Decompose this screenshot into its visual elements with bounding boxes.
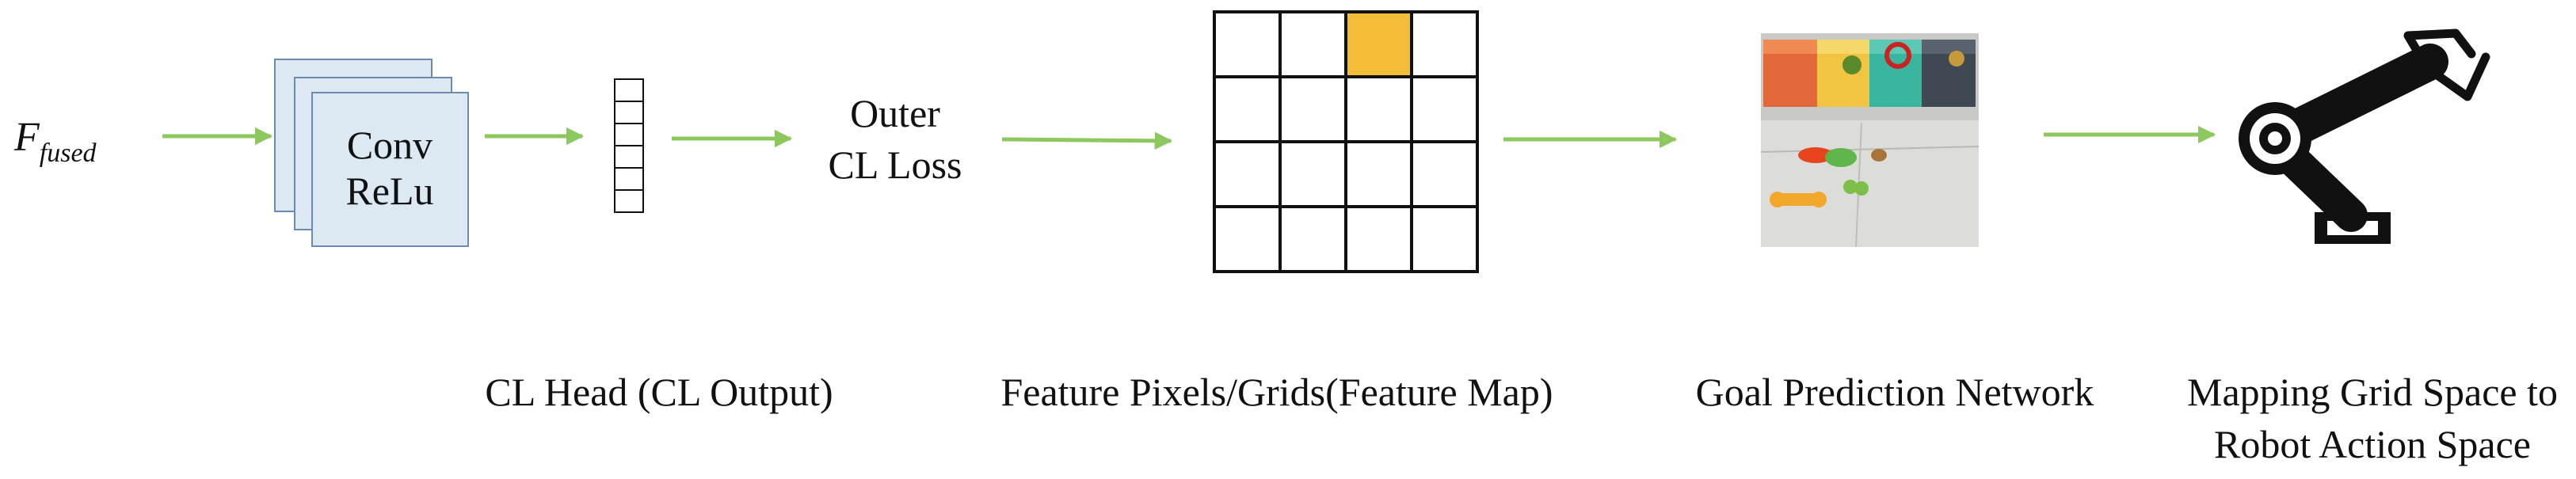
input-subscript: fused <box>40 139 97 168</box>
cl-output-vector <box>614 78 644 213</box>
caption-mapping-line2: Robot Action Space <box>2214 422 2531 466</box>
vector-cell <box>614 78 644 102</box>
loss-label-line2: CL Loss <box>829 143 962 187</box>
loss-label-line1: Outer <box>850 91 940 135</box>
caption-mapping-line1: Mapping Grid Space to <box>2187 370 2558 414</box>
conv-layer-front <box>311 92 469 247</box>
caption-feature-map: Feature Pixels/Grids(Feature Map) <box>1000 370 1553 414</box>
colored-bins <box>1763 40 1976 107</box>
grid-cell <box>1344 205 1413 273</box>
grid-cell <box>1278 75 1347 143</box>
input-label: Ffused <box>13 115 97 168</box>
grid-cell <box>1410 140 1479 208</box>
grid-cell-highlighted <box>1344 10 1413 78</box>
grid-cell <box>1344 75 1413 143</box>
conv-label: Conv <box>347 123 433 167</box>
vector-cell <box>614 145 644 169</box>
grid-cell <box>1278 10 1347 78</box>
grid-cell <box>1278 140 1347 208</box>
vector-cell <box>614 101 644 124</box>
grid-cell <box>1278 205 1347 273</box>
robot-arm-icon <box>2239 29 2490 244</box>
table-objects <box>1770 147 1887 207</box>
vector-cell <box>614 123 644 146</box>
caption-goal-net: Goal Prediction Network <box>1696 370 2094 414</box>
grid-cell <box>1410 10 1479 78</box>
goal-prediction-photo <box>1760 33 1980 248</box>
arrow-loss-to-grid <box>1001 131 1173 150</box>
grid-cell <box>1213 205 1282 273</box>
vector-cell <box>614 167 644 191</box>
grid-cell <box>1410 205 1479 273</box>
grid-cell <box>1213 75 1282 143</box>
grid-cell <box>1410 75 1479 143</box>
relu-label: ReLu <box>345 169 433 213</box>
input-symbol: F <box>13 115 40 160</box>
grid-cell <box>1213 140 1282 208</box>
caption-cl-head: CL Head (CL Output) <box>485 370 833 414</box>
conv-relu-block: Conv ReLu <box>274 59 469 247</box>
grid-cell <box>1344 140 1413 208</box>
feature-grid <box>1213 10 1479 273</box>
vector-cell <box>614 189 644 213</box>
grid-cell <box>1213 10 1282 78</box>
